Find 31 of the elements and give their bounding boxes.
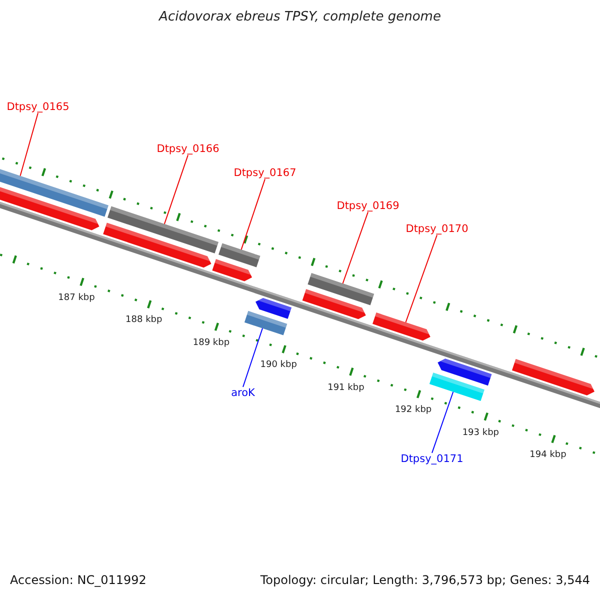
footer-text: Topology: circular; Length: 3,796,573 bp; Genes: 3,544 bbox=[260, 574, 590, 588]
gene-bar bbox=[218, 243, 260, 268]
leader-line bbox=[432, 391, 454, 454]
leader-line bbox=[405, 234, 438, 323]
gene-label: Dtpsy_0167 bbox=[234, 166, 296, 180]
gene-bar bbox=[244, 310, 288, 336]
scale-label: 189 kbp bbox=[192, 338, 230, 348]
title: Acidovorax ebreus TPSY, complete genome bbox=[159, 10, 441, 26]
scale-label: 188 kbp bbox=[126, 315, 162, 326]
scale-label: 194 kbp bbox=[530, 450, 566, 460]
scale-label: 193 kbp bbox=[462, 428, 499, 438]
scale-label: 187 kbp bbox=[58, 292, 95, 304]
scale-label: 190 kbp bbox=[260, 360, 297, 370]
gene-label: Dtpsy_0165 bbox=[6, 100, 70, 114]
gene-bar bbox=[429, 372, 484, 402]
gene-label: aroK bbox=[231, 386, 255, 400]
gene-label: Dtpsy_0166 bbox=[156, 142, 220, 156]
gene-bar bbox=[108, 206, 219, 254]
footer-text: Accession: NC_011992 bbox=[10, 574, 146, 588]
scale-label: 192 kbp bbox=[394, 405, 432, 416]
gene-label: Dtpsy_0170 bbox=[406, 222, 468, 236]
gene-bar bbox=[308, 273, 374, 306]
leader-line bbox=[240, 178, 266, 250]
gene-label: Dtpsy_0169 bbox=[336, 200, 400, 212]
leader-line bbox=[342, 212, 368, 284]
gene-bar bbox=[0, 166, 108, 217]
leader-line bbox=[164, 154, 188, 224]
gene-feature bbox=[372, 312, 430, 341]
scale-label: 191 kbp bbox=[328, 382, 364, 393]
leader-line bbox=[242, 328, 263, 388]
gene-label: Dtpsy_0171 bbox=[400, 452, 464, 466]
